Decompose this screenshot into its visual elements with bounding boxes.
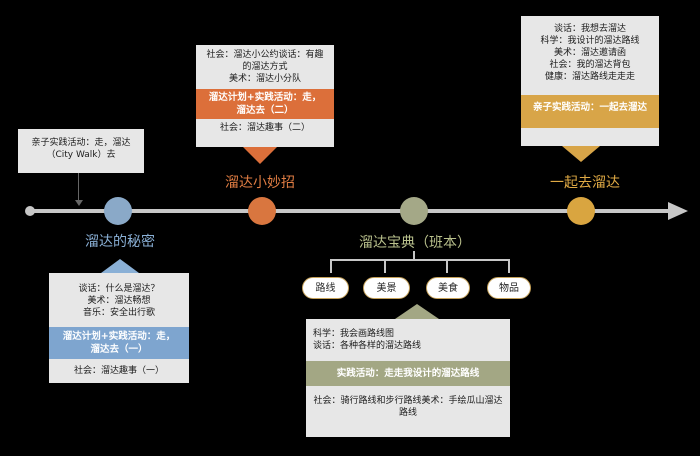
stage-node-3 (400, 197, 428, 225)
parent-activity-line-2: （City Walk）去 (46, 150, 116, 160)
stage-1-band-line-2: 溜达去（一） (90, 344, 148, 355)
stage-4-activity-box: 谈话：我想去溜达 科学：我设计的溜达路线 美术：溜达邀请函 社会：我的溜达背包 … (521, 16, 659, 146)
stage-label-1: 溜达的秘密 (85, 234, 155, 250)
stage-1-activity-box: 谈话：什么是溜达？ 美术：溜达畅想 音乐：安全出行歌 溜达计划+实践活动：走， … (49, 273, 189, 383)
stage-2-callout-pointer (243, 147, 277, 164)
timeline-arrowhead (668, 202, 688, 220)
parent-activity-pointer-head (75, 200, 83, 206)
tree-stem (413, 251, 415, 260)
stage-3-highlight-band: 实践活动：走走我设计的溜达路线 (306, 361, 510, 386)
tree-drop-4 (508, 260, 510, 273)
stage-3-activity-box: 科学：我会画路线图 谈话：各种各样的溜达路线 实践活动：走走我设计的溜达路线 社… (306, 319, 510, 437)
stage-2-line-2: 的溜达方式 (242, 62, 288, 72)
stage-3-callout-pointer (395, 304, 439, 319)
stage-1-bottom-line: 社会：溜达趣事（一） (73, 366, 164, 376)
stage-1-highlight-band: 溜达计划+实践活动：走， 溜达去（一） (49, 327, 189, 359)
timeline-axis (30, 209, 670, 213)
stage-4-line-1: 谈话：我想去溜达 (553, 24, 626, 34)
stage-3-line-2: 谈话：各种各样的溜达路线 (313, 341, 422, 351)
parent-activity-line-1: 亲子实践活动：走，溜达 (31, 138, 131, 148)
stage-1-line-3: 音乐：安全出行歌 (82, 308, 155, 318)
stage-node-2 (248, 197, 276, 225)
stage-node-4 (567, 197, 595, 225)
stage-2-line-1: 社会：溜达小公约谈话：有趣 (206, 50, 324, 60)
stage-3-bottom-line: 社会：骑行路线和步行路线美术：手绘瓜山溜达路线 (313, 396, 503, 418)
stage-1-callout-pointer (101, 259, 139, 273)
category-scenery: 美景 (363, 277, 410, 299)
stage-2-band-line-1: 溜达计划+实践活动：走， (208, 92, 322, 103)
stage-node-1 (104, 197, 132, 225)
stage-4-line-2: 科学：我设计的溜达路线 (540, 36, 640, 46)
category-route: 路线 (302, 277, 349, 299)
stage-2-bottom-line: 社会：溜达趣事（二） (219, 123, 310, 133)
stage-1-line-2: 美术：溜达畅想 (87, 296, 151, 306)
parent-activity-box: 亲子实践活动：走，溜达 （City Walk）去 (18, 129, 144, 173)
stage-label-3: 溜达宝典（班本） (359, 235, 471, 251)
tree-drop-3 (446, 260, 448, 273)
parent-activity-pointer (78, 173, 79, 203)
timeline-start-dot (25, 206, 35, 216)
stage-4-callout-pointer (562, 146, 600, 162)
stage-2-activity-box: 社会：溜达小公约谈话：有趣 的溜达方式 美术：溜达小分队 溜达计划+实践活动：走… (196, 45, 334, 147)
tree-drop-2 (384, 260, 386, 273)
stage-2-line-3: 美术：溜达小分队 (228, 74, 301, 84)
stage-1-band-line-1: 溜达计划+实践活动：走， (62, 331, 176, 342)
category-food: 美食 (426, 277, 470, 299)
stage-label-4: 一起去溜达 (550, 175, 620, 191)
stage-4-line-4: 社会：我的溜达背包 (549, 60, 631, 70)
tree-drop-1 (330, 260, 332, 273)
stage-4-highlight-band: 亲子实践活动：一起去溜达 (521, 95, 659, 128)
stage-3-line-1: 科学：我会画路线图 (313, 329, 395, 339)
category-items: 物品 (487, 277, 531, 299)
stage-4-line-3: 美术：溜达邀请函 (553, 48, 626, 58)
stage-4-line-5: 健康：溜达路线走走走 (544, 72, 635, 82)
stage-2-highlight-band: 溜达计划+实践活动：走， 溜达去（二） (196, 89, 334, 119)
stage-1-line-1: 谈话：什么是溜达？ (78, 284, 160, 294)
stage-label-2: 溜达小妙招 (225, 175, 295, 191)
tree-branch (330, 259, 510, 261)
stage-2-band-line-2: 溜达去（二） (236, 105, 294, 116)
